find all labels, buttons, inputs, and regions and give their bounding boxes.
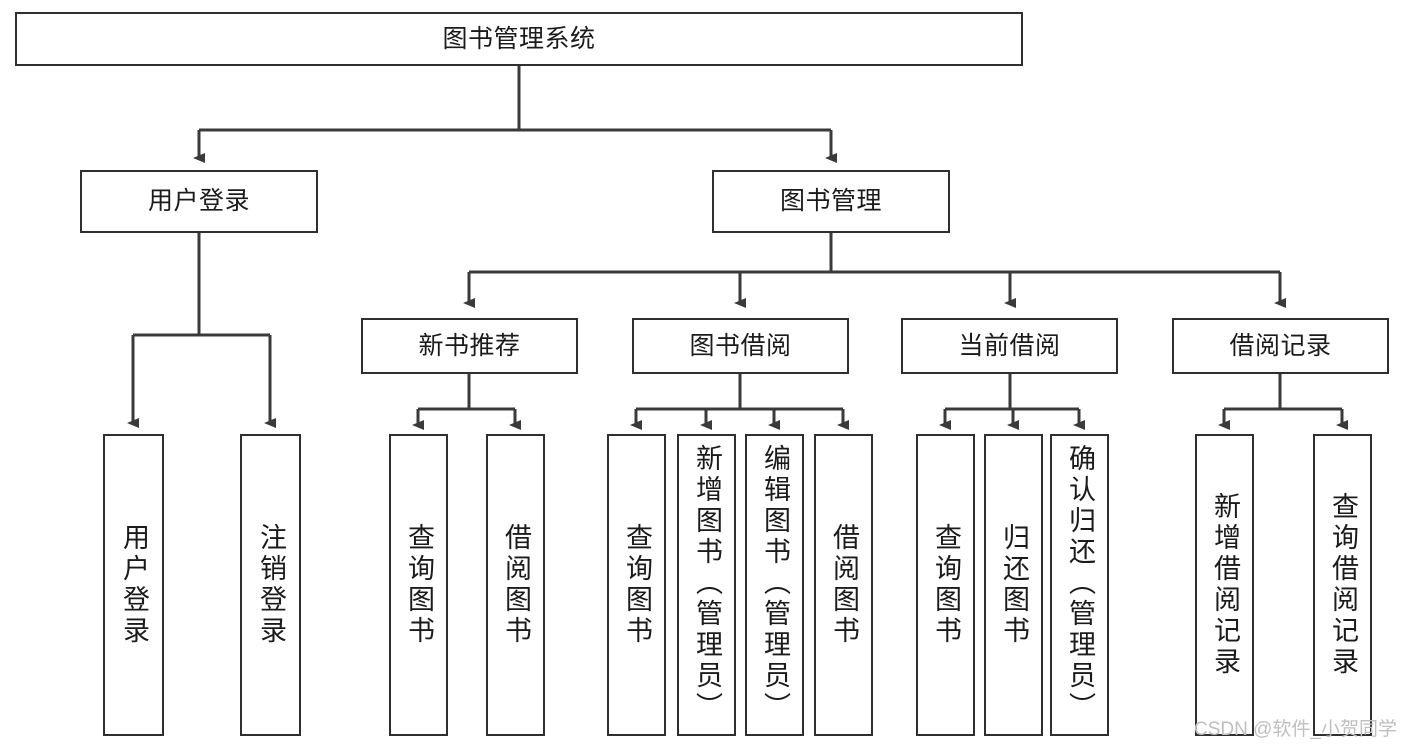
leaf-query-book-recommend[interactable]: 查询图书	[389, 434, 448, 736]
leaf-logout-login[interactable]: 注销登录	[240, 434, 301, 736]
node-label: 注销登录	[256, 523, 286, 647]
node-label: 借阅图书	[501, 523, 531, 647]
node-label: 图书借阅	[689, 331, 792, 360]
leaf-add-book-admin[interactable]: 新增图书（管理员）	[677, 434, 736, 736]
node-label: 用户登录	[147, 187, 250, 216]
node-label: 新增借阅记录	[1210, 492, 1240, 678]
node-label: 编辑图书（管理员）	[760, 444, 790, 723]
leaf-query-borrow-record[interactable]: 查询借阅记录	[1313, 434, 1372, 736]
leaf-return-book[interactable]: 归还图书	[984, 434, 1043, 736]
node-root-system[interactable]: 图书管理系统	[15, 12, 1023, 66]
node-book-management[interactable]: 图书管理	[712, 170, 950, 233]
leaf-query-book-current[interactable]: 查询图书	[916, 434, 975, 736]
node-label: 用户登录	[119, 523, 149, 647]
leaf-user-login[interactable]: 用户登录	[103, 434, 164, 736]
node-label: 借阅记录	[1229, 331, 1332, 360]
leaf-query-book-borrow[interactable]: 查询图书	[607, 434, 666, 736]
node-label: 图书管理系统	[442, 24, 596, 53]
leaf-add-borrow-record[interactable]: 新增借阅记录	[1195, 434, 1254, 736]
node-label: 查询借阅记录	[1328, 492, 1358, 678]
node-label: 归还图书	[999, 523, 1029, 647]
node-label: 借阅图书	[829, 523, 859, 647]
node-label: 查询图书	[931, 523, 961, 647]
node-current-borrow[interactable]: 当前借阅	[901, 318, 1118, 374]
node-new-book-recommend[interactable]: 新书推荐	[361, 318, 578, 374]
node-label: 新增图书（管理员）	[692, 444, 722, 723]
node-label: 当前借阅	[958, 331, 1061, 360]
leaf-confirm-return-admin[interactable]: 确认归还（管理员）	[1050, 434, 1109, 736]
node-borrow-record[interactable]: 借阅记录	[1172, 318, 1389, 374]
watermark-text: CSDN @软件_小贺同学	[1194, 719, 1397, 740]
node-label: 确认归还（管理员）	[1065, 444, 1095, 723]
leaf-borrow-book[interactable]: 借阅图书	[814, 434, 873, 736]
node-label: 查询图书	[404, 523, 434, 647]
node-user-login[interactable]: 用户登录	[80, 170, 318, 233]
leaf-edit-book-admin[interactable]: 编辑图书（管理员）	[745, 434, 804, 736]
leaf-borrow-book-recommend[interactable]: 借阅图书	[486, 434, 545, 736]
node-book-borrow[interactable]: 图书借阅	[632, 318, 849, 374]
node-label: 查询图书	[622, 523, 652, 647]
node-label: 图书管理	[779, 187, 882, 216]
node-label: 新书推荐	[418, 331, 521, 360]
